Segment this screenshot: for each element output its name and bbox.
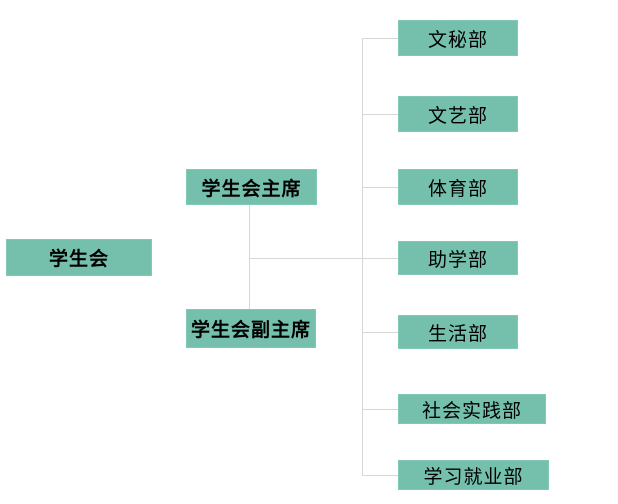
connector-middle-to-trunk [249, 258, 363, 259]
connector-stub-dept-1 [362, 114, 398, 115]
connector-stub-dept-6 [362, 475, 398, 476]
connector-stub-dept-4 [362, 332, 398, 333]
connector-president-vicepresident [249, 205, 250, 309]
org-node-dept-study-employment[interactable]: 学习就业部 [398, 460, 549, 490]
connector-stub-dept-0 [362, 38, 398, 39]
org-node-president[interactable]: 学生会主席 [186, 169, 317, 205]
connector-stub-dept-3 [362, 258, 398, 259]
org-node-dept-life[interactable]: 生活部 [398, 315, 518, 349]
org-node-dept-social-practice[interactable]: 社会实践部 [398, 394, 546, 424]
org-node-dept-arts[interactable]: 文艺部 [398, 96, 518, 132]
connector-stub-dept-5 [362, 409, 398, 410]
org-node-dept-secretarial[interactable]: 文秘部 [398, 20, 518, 56]
org-node-vice-president[interactable]: 学生会副主席 [186, 309, 316, 348]
org-node-dept-sports[interactable]: 体育部 [398, 169, 518, 205]
org-node-student-union[interactable]: 学生会 [6, 239, 152, 276]
connector-stub-dept-2 [362, 187, 398, 188]
org-node-dept-student-aid[interactable]: 助学部 [398, 241, 518, 275]
connector-trunk [362, 38, 363, 476]
